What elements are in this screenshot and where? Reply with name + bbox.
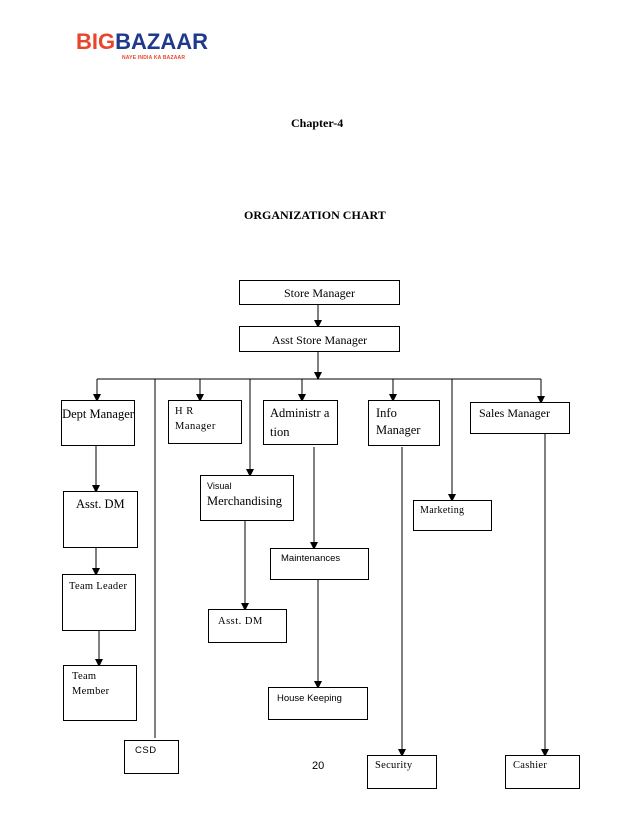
visual-merchandising-box: Visual Merchandising (200, 475, 294, 521)
house-keeping-box: House Keeping (268, 687, 368, 720)
security-label: Security (375, 760, 413, 771)
visual-merchandising-line1: Visual (207, 481, 232, 491)
dept-manager-label: Dept Manager (62, 407, 134, 421)
csd-box: CSD (124, 740, 179, 774)
administration-box: Administr ation (263, 400, 338, 445)
cashier-label: Cashier (513, 760, 548, 771)
csd-label: CSD (135, 745, 157, 756)
logo-word-bazaar: BAZAAR (115, 29, 209, 54)
sales-manager-box: Sales Manager (470, 402, 570, 434)
hr-manager-box: H R Manager (168, 400, 242, 444)
page-number: 20 (312, 760, 325, 772)
team-leader-box: Team Leader (62, 574, 136, 631)
sales-manager-label: Sales Manager (479, 406, 550, 420)
maintenances-box: Maintenances (270, 548, 369, 580)
asst-store-manager-label: Asst Store Manager (271, 333, 368, 347)
logo-word-big: BIG (76, 29, 116, 54)
administration-label: Administr ation (270, 406, 330, 439)
dept-manager-box: Dept Manager (61, 400, 135, 446)
marketing-label: Marketing (420, 505, 465, 516)
security-box: Security (367, 755, 437, 789)
store-manager-label: Store Manager (284, 286, 355, 300)
team-member-label: Team Member (72, 671, 110, 697)
team-leader-label: Team Leader (69, 581, 128, 592)
logo-tagline: NAYE INDIA KA BAZAAR (122, 55, 186, 61)
team-member-box: Team Member (63, 665, 137, 721)
hr-manager-label: H R Manager (175, 406, 216, 432)
info-manager-label: Info Manager (376, 406, 421, 437)
house-keeping-label: House Keeping (277, 693, 342, 704)
big-bazaar-logo: BIGBAZAAR NAYE INDIA KA BAZAAR (76, 29, 208, 66)
asst-store-manager-box: Asst Store Manager (239, 326, 400, 352)
store-manager-box: Store Manager (239, 280, 400, 305)
cashier-box: Cashier (505, 755, 580, 789)
maintenances-label: Maintenances (281, 553, 341, 564)
info-manager-box: Info Manager (368, 400, 440, 446)
asst-dm-mid-box: Asst. DM (208, 609, 287, 643)
asst-dm-left-box: Asst. DM (63, 491, 138, 548)
asst-dm-mid-label: Asst. DM (218, 616, 263, 627)
marketing-box: Marketing (413, 500, 492, 531)
visual-merchandising-line2: Merchandising (207, 494, 282, 508)
org-chart-title: ORGANIZATION CHART (244, 208, 386, 222)
chapter-heading: Chapter-4 (291, 116, 344, 130)
asst-dm-left-label: Asst. DM (76, 497, 125, 511)
